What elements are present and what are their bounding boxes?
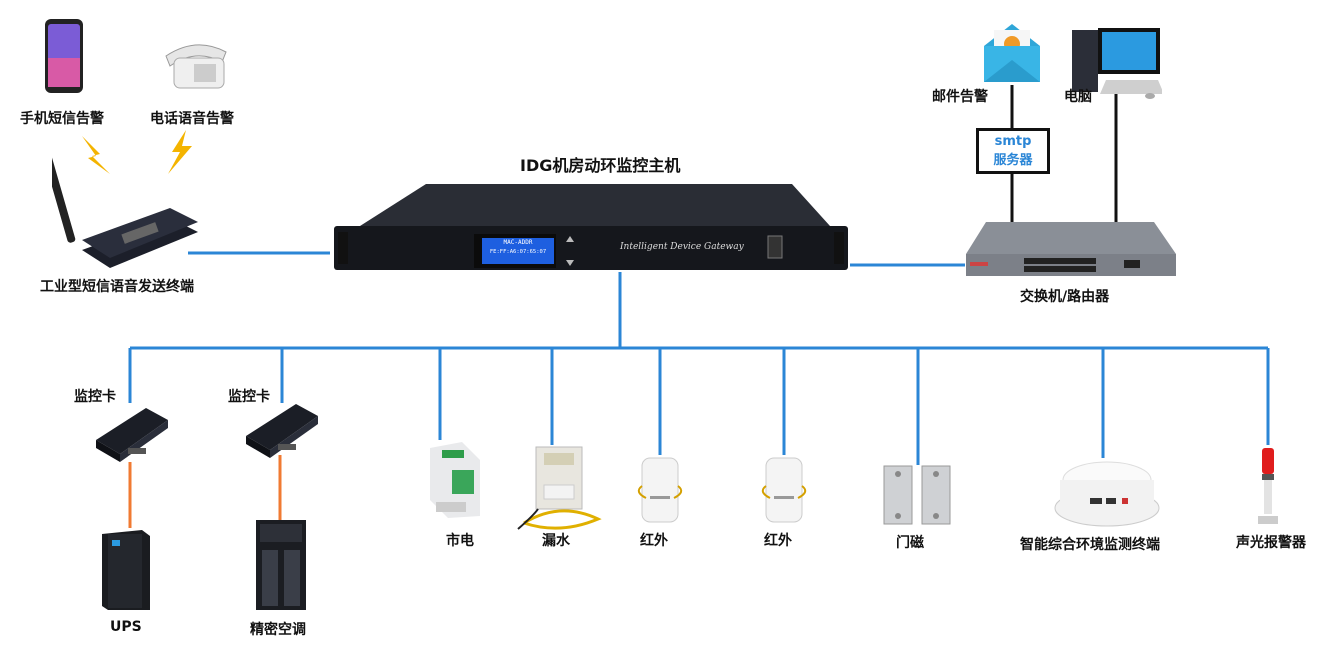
label-pc: 电脑 xyxy=(1064,89,1092,105)
label-switch: 交换机/路由器 xyxy=(1020,289,1110,305)
label-sms-terminal: 工业型短信语音发送终端 xyxy=(40,279,194,295)
infrared-sensor-icon xyxy=(636,456,688,528)
air-conditioner-icon xyxy=(254,518,308,616)
computer-icon xyxy=(1068,24,1164,106)
monitor-card-icon xyxy=(94,404,170,466)
power-meter-icon xyxy=(422,440,484,524)
switch-icon xyxy=(962,218,1180,284)
lightning-icon xyxy=(162,128,196,180)
gateway-device: MAC-ADDR FE:FF:A6:07:65:07 Intelligent D… xyxy=(330,182,852,274)
door-magnet-icon xyxy=(882,464,954,530)
sms-terminal-icon xyxy=(44,150,200,278)
telephone-icon xyxy=(156,36,236,96)
smtp-line1: smtp xyxy=(994,134,1032,149)
label-alarm: 声光报警器 xyxy=(1236,535,1306,551)
gateway-lcd-line2: FE:FF:A6:07:65:07 xyxy=(489,249,547,255)
label-card1: 监控卡 xyxy=(74,389,116,405)
smtp-server-box: smtp 服务器 xyxy=(976,128,1050,174)
alarm-light-icon xyxy=(1254,444,1282,534)
label-email: 邮件告警 xyxy=(932,89,988,105)
monitor-card-icon xyxy=(244,400,320,462)
lightning-icon xyxy=(78,134,112,180)
label-ups: UPS xyxy=(110,619,142,635)
gateway-lcd-line1: MAC-ADDR xyxy=(503,239,533,246)
gateway-brand-text: Intelligent Device Gateway xyxy=(620,242,744,252)
label-phone-sms: 手机短信告警 xyxy=(20,111,104,127)
label-door: 门磁 xyxy=(896,535,924,551)
label-ir1: 红外 xyxy=(640,533,668,549)
smartphone-icon xyxy=(44,18,84,98)
water-sensor-icon xyxy=(514,445,606,535)
label-ir2: 红外 xyxy=(764,533,792,549)
label-power: 市电 xyxy=(446,533,474,549)
label-env: 智能综合环境监测终端 xyxy=(1020,537,1160,553)
diagram-title: IDG机房动环监控主机 xyxy=(520,156,681,175)
label-water: 漏水 xyxy=(542,533,570,549)
smtp-line2: 服务器 xyxy=(993,153,1033,168)
env-terminal-icon xyxy=(1052,456,1162,532)
envelope-icon xyxy=(980,20,1044,88)
label-phone-call: 电话语音告警 xyxy=(150,111,234,127)
ups-icon xyxy=(98,526,154,616)
infrared-sensor-icon xyxy=(760,456,812,528)
label-card2: 监控卡 xyxy=(228,389,270,405)
label-ac: 精密空调 xyxy=(250,622,306,638)
